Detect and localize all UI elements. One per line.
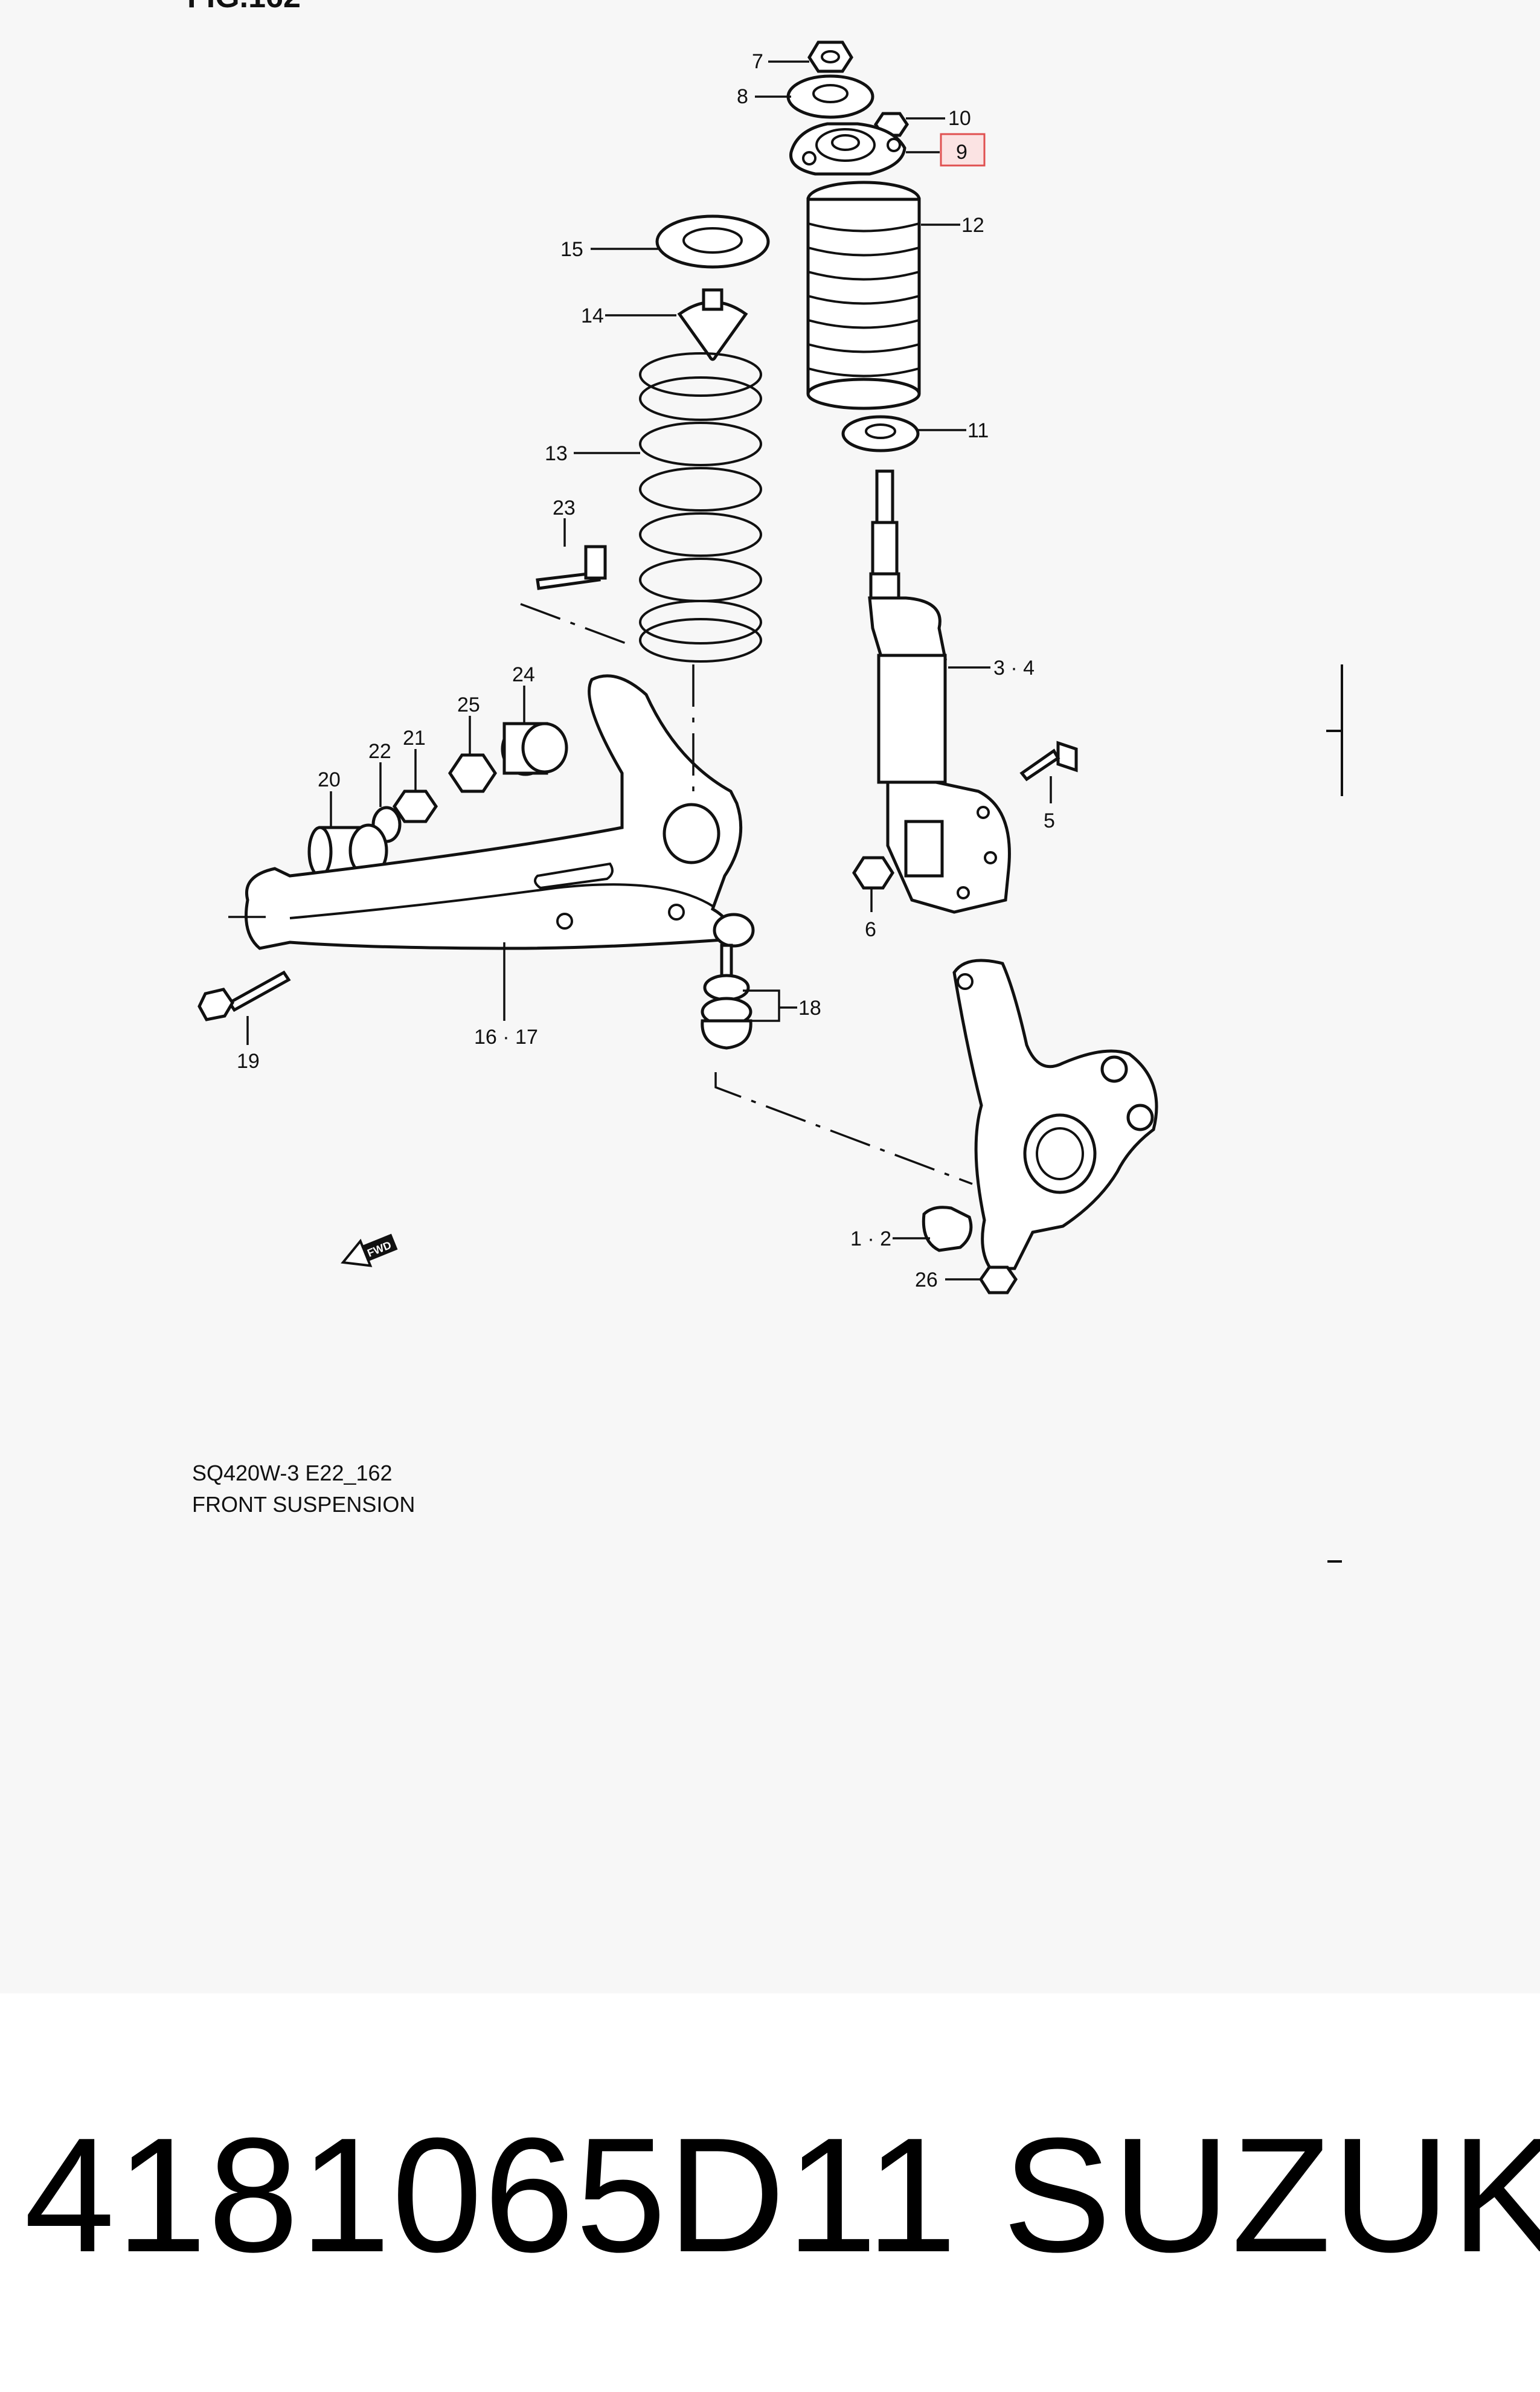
bolt-23[interactable] (536, 545, 607, 590)
callout-11[interactable]: 11 (967, 419, 989, 442)
fwd-arrow-icon: FWD (341, 1233, 398, 1267)
callout-5[interactable]: 5 (1044, 809, 1055, 832)
exploded-parts-diagram: FIG.162 (187, 0, 1343, 1563)
callout-22[interactable]: 22 (368, 740, 391, 763)
callout-26[interactable]: 26 (915, 1268, 938, 1291)
bolt-5[interactable] (1019, 741, 1078, 782)
bump-stop-14[interactable] (677, 288, 748, 361)
callout-23[interactable]: 23 (553, 497, 576, 519)
washer-8[interactable] (786, 74, 874, 119)
leader-lines (246, 60, 1052, 1281)
callout-14[interactable]: 14 (581, 304, 604, 327)
callout-24[interactable]: 24 (512, 663, 535, 686)
edge-marks (1326, 664, 1343, 1563)
callout-16-17[interactable]: 16 · 17 (474, 1026, 538, 1049)
callout-12[interactable]: 12 (961, 214, 984, 237)
figure-code: SQ420W-3 E22_162 (192, 1461, 393, 1485)
assembly-guides (228, 603, 973, 1185)
highlight-box (940, 133, 986, 167)
nut-6[interactable] (852, 856, 894, 890)
figure-title: FIG.162 (187, 0, 301, 14)
bolt-19[interactable] (197, 970, 291, 1021)
nut-21[interactable] (392, 789, 438, 823)
lower-arm-16-17[interactable] (245, 674, 755, 950)
ball-joint-18[interactable] (701, 944, 752, 1050)
callout-20[interactable]: 20 (318, 768, 341, 791)
strut-mount-9[interactable] (789, 122, 906, 176)
callout-13[interactable]: 13 (545, 442, 568, 465)
callout-15[interactable]: 15 (560, 238, 583, 261)
nut-26[interactable] (978, 1265, 1018, 1294)
callout-21[interactable]: 21 (403, 727, 426, 750)
diagram-panel: FIG.162 (187, 0, 1343, 1563)
brand-name: SUZUKI (1003, 2104, 1540, 2286)
callout-9[interactable]: 9 (956, 141, 967, 164)
callout-25[interactable]: 25 (457, 693, 480, 716)
callout-19[interactable]: 19 (237, 1050, 260, 1073)
callout-7[interactable]: 7 (752, 50, 763, 73)
spring-seat-15[interactable] (655, 214, 770, 269)
upper-nut-7[interactable] (807, 40, 853, 73)
steering-knuckle-1-2[interactable] (922, 959, 1158, 1270)
callout-6[interactable]: 6 (865, 918, 876, 941)
callout-18[interactable]: 18 (798, 997, 821, 1020)
bushing-24[interactable] (501, 722, 568, 776)
callout-3-4[interactable]: 3 · 4 (993, 657, 1035, 680)
dust-boot-12[interactable] (806, 181, 921, 410)
callout-10[interactable]: 10 (948, 107, 971, 130)
coil-spring-13[interactable] (639, 352, 762, 663)
bump-stopper-seat-11[interactable] (841, 415, 920, 452)
part-number: 4181065D11 (24, 2104, 958, 2286)
shock-absorber-3-4[interactable] (868, 469, 1011, 914)
bushing-25[interactable] (448, 753, 498, 793)
callout-1-2[interactable]: 1 · 2 (850, 1227, 891, 1250)
figure-name: FRONT SUSPENSION (192, 1492, 415, 1517)
callout-8[interactable]: 8 (737, 85, 748, 108)
